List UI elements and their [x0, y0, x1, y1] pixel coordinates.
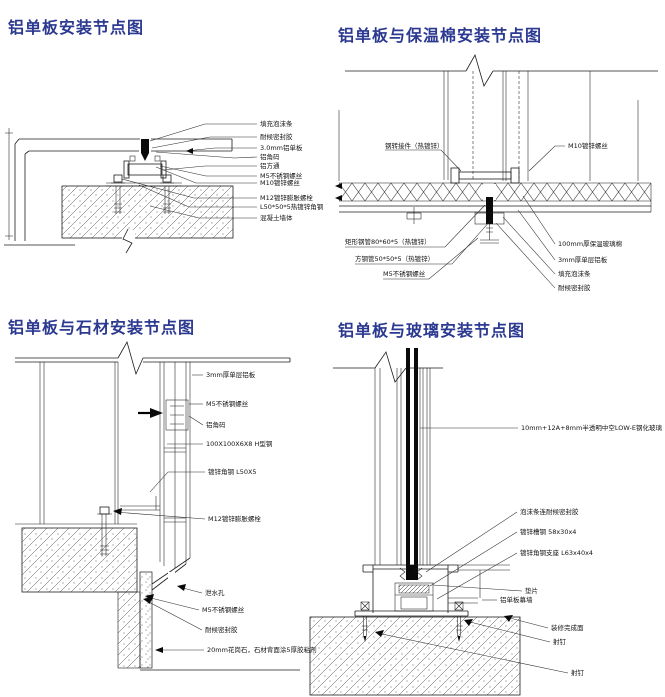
- callout-sealant: 耐候密封胶: [260, 132, 293, 141]
- diagram-stone-drawing: 3mm厚单层铝板 M5不锈钢螺丝 铝角码 100X100X6X8 H型钢 镀锌角…: [15, 340, 317, 671]
- callout-h-beam: 100X100X6X8 H型钢: [206, 439, 273, 448]
- callout-weep-hole: 泄水孔: [205, 588, 225, 597]
- callout-channel-steel: 镀锌槽钢 58x30x4: [520, 527, 576, 536]
- callout-finish-surface: 装修完成面: [551, 623, 584, 632]
- callout-foam-sealant: 泡沫条连耐候密封胶: [520, 507, 579, 516]
- callout-alum-panel: 3.0mm铝单板: [260, 143, 303, 152]
- callout-m5-screw: M5不锈钢螺丝: [206, 399, 249, 408]
- diagram-title-aluminum-panel: 铝单板安装节点图: [8, 20, 145, 37]
- callout-alum-bracket: 铝角码: [206, 420, 226, 429]
- callout-sealant: 耐候密封胶: [558, 283, 591, 292]
- callout-foam-strip: 填充泡沫条: [260, 119, 293, 128]
- callout-shot-nail-2: 射钉: [571, 668, 585, 677]
- callout-m12-anchor: M12镀锌膨胀螺栓: [260, 193, 313, 202]
- callout-alum-panel: 3mm厚单层铝板: [206, 370, 256, 379]
- diagram-title-stone: 铝单板与石材安装节点图: [8, 320, 196, 337]
- callout-angle-steel: 镀锌角钢 L50X5: [208, 467, 257, 476]
- diagram-glass-drawing: 10mm+12A+8mm半透明中空LOW-E钢化玻璃 泡沫条连耐候密封胶 镀锌槽…: [309, 348, 662, 696]
- callout-m5-screw: M5不锈钢螺丝: [383, 269, 426, 278]
- diagram2-linework: [335, 53, 658, 244]
- callout-m5-screw: M5不锈钢螺丝: [260, 171, 303, 180]
- diagram-aluminum-panel-drawing: 填充泡沫条 耐候密封胶 3.0mm铝单板 铝角码 铝方通 M5不锈钢螺丝 M10…: [4, 119, 324, 254]
- callout-granite: 20mm花岗石，石材背面涂5厚胶粘剂: [207, 645, 317, 654]
- callout-concrete-wall: 混凝土墙体: [260, 213, 293, 222]
- callout-alum-tube: 铝方通: [260, 161, 280, 170]
- callout-sealant: 耐候密封胶: [205, 625, 238, 634]
- callout-m10-screw: M10镀锌螺丝: [260, 178, 300, 187]
- callout-steel-adapter: 钢转接件（热镀锌）: [385, 141, 444, 150]
- diagram3-linework: [15, 340, 300, 671]
- callout-alum-bracket: 铝角码: [260, 152, 280, 161]
- callout-m12-anchor: M12镀锌膨胀螺栓: [208, 514, 261, 523]
- callout-angle-support: 镀锌角钢支座 L63x40x4: [520, 548, 593, 557]
- diagram4-linework: [309, 348, 521, 696]
- diagram1-linework: [4, 128, 234, 254]
- diagram-title-insulation: 铝单板与保温棉安装节点图: [338, 28, 543, 45]
- diagram1-callouts: 填充泡沫条 耐候密封胶 3.0mm铝单板 铝角码 铝方通 M5不锈钢螺丝 M10…: [121, 119, 324, 222]
- callout-angle-steel: L50*50*5热镀锌角钢: [260, 202, 324, 211]
- callout-spacer: 垫片: [525, 586, 538, 595]
- callout-square-tube: 方钢管50*50*5（热镀锌）: [355, 254, 434, 263]
- diagram2-callouts: 钢转接件（热镀锌） M10镀锌螺丝 矩形钢管80*60*5（热镀锌） 方钢管50…: [345, 141, 623, 292]
- diagram-title-glass: 铝单板与玻璃安装节点图: [338, 323, 526, 340]
- diagram4-callouts: 10mm+12A+8mm半透明中空LOW-E钢化玻璃 泡沫条连耐候密封胶 镀锌槽…: [375, 423, 662, 677]
- callout-glass-wool: 100mm厚保温玻璃棉: [558, 239, 623, 248]
- diagram3-callouts: 3mm厚单层铝板 M5不锈钢螺丝 铝角码 100X100X6X8 H型钢 镀锌角…: [113, 370, 317, 654]
- callout-alum-panel: 3mm厚单层铝板: [558, 255, 608, 264]
- callout-lowe-glass: 10mm+12A+8mm半透明中空LOW-E钢化玻璃: [521, 423, 662, 432]
- callout-m5-screw-2: M5不锈钢螺丝: [202, 605, 245, 614]
- callout-m10-screw: M10镀锌螺丝: [568, 141, 608, 150]
- diagram-insulation-drawing: 钢转接件（热镀锌） M10镀锌螺丝 矩形钢管80*60*5（热镀锌） 方钢管50…: [335, 53, 658, 292]
- callout-rect-tube: 矩形钢管80*60*5（热镀锌）: [345, 237, 431, 246]
- callout-shot-nail-1: 射钉: [553, 637, 567, 646]
- callout-alum-curtainwall: 铝单板幕墙: [500, 595, 533, 604]
- callout-foam-strip: 填充泡沫条: [558, 269, 591, 278]
